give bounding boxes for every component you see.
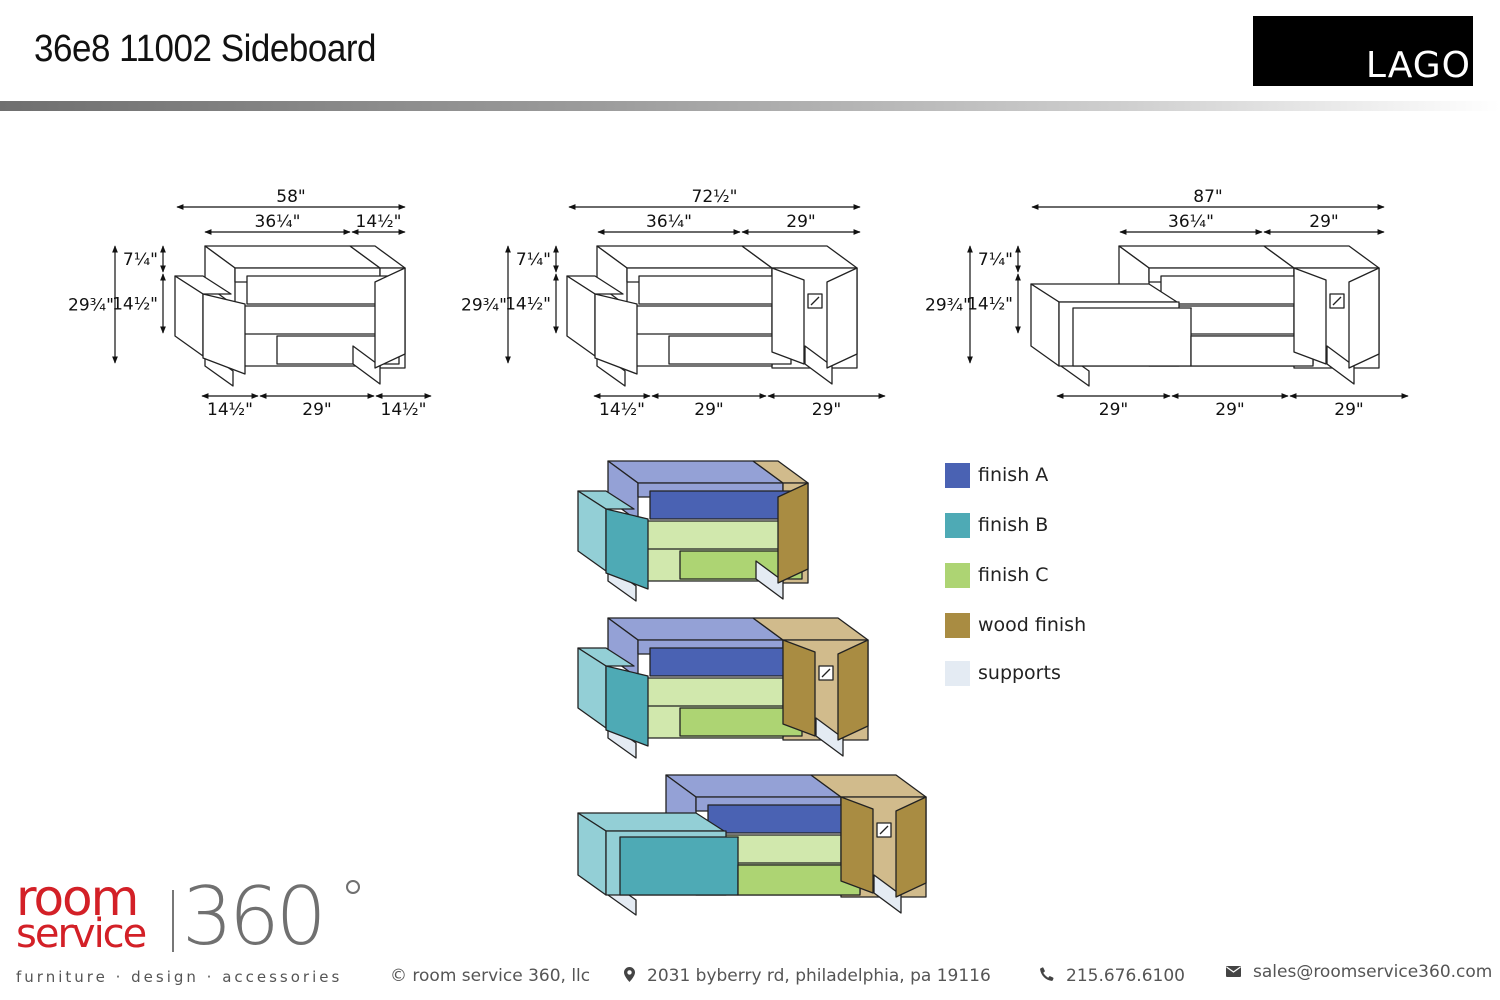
drawing-1-bottom-seg-1-label: 14½" — [207, 400, 253, 420]
color-render-58-drawer-a — [649, 490, 801, 520]
drawing-2-upper-height-label: 7¼" — [516, 250, 551, 270]
legend-item-finish-b: finish B — [945, 512, 1048, 538]
tagline: furniture · design · accessories — [16, 968, 343, 986]
line-drawing-87 — [1030, 245, 1380, 387]
color-render-87-door-wood-right — [895, 796, 927, 898]
color-render-72-door-b — [605, 665, 649, 747]
drawing-3-bottom-seg-2-label: 29" — [1215, 400, 1244, 420]
line-drawing-87-drawer-a — [1160, 275, 1312, 305]
logo-divider — [172, 890, 174, 952]
line-drawing-72-door-b — [594, 293, 638, 375]
color-render-72-door-wood-left — [782, 639, 816, 737]
drawing-1-bottom-seg-2-label: 29" — [302, 400, 331, 420]
color-render-58-door-b — [605, 508, 649, 590]
drawing-2-bottom-seg-1-label: 14½" — [599, 400, 645, 420]
color-render-87 — [577, 774, 927, 916]
drawing-1-lower-height-label: 14½" — [112, 295, 158, 315]
finish-a-swatch — [945, 462, 970, 488]
email: sales@roomservice360.com — [1226, 962, 1492, 982]
line-drawing-72-support-right — [804, 345, 833, 385]
line-drawing-87-drawer-b — [1072, 307, 1192, 367]
logo-number: 360 — [182, 870, 327, 963]
line-drawing-58-door-wood — [374, 267, 406, 369]
color-render-87-support-right — [873, 874, 902, 914]
line-drawing-72-door-wood-right — [826, 267, 858, 369]
drawing-2-top-seg-1-label: 36¼" — [646, 212, 692, 232]
drawing-3-overall-height-label: 29¾" — [925, 296, 971, 316]
drawing-2-lower-height-label: 14½" — [505, 295, 551, 315]
line-drawing-72 — [566, 245, 858, 387]
color-render-87-glass-glint — [879, 825, 889, 835]
phone: 215.676.6100 — [1040, 966, 1185, 986]
color-render-87-door-wood-left — [840, 796, 874, 894]
drawing-2-bottom-seg-3-label: 29" — [812, 400, 841, 420]
color-render-72-glass-glint — [821, 668, 831, 678]
phone-icon — [1040, 967, 1054, 985]
line-drawing-87-door-wood-right — [1348, 267, 1380, 369]
map-pin-icon — [624, 966, 635, 986]
color-render-87-drawer-c-front — [737, 864, 861, 896]
drawing-3-upper-height-label: 7¼" — [978, 250, 1013, 270]
legend-item-wood-finish: wood finish — [945, 612, 1086, 638]
color-render-58 — [577, 460, 809, 602]
drawing-3-bottom-seg-3-label: 29" — [1334, 400, 1363, 420]
envelope-icon — [1226, 963, 1241, 981]
color-render-58-support-right — [755, 560, 784, 600]
finish-b-swatch — [945, 512, 970, 538]
logo-word-service: service — [16, 911, 147, 957]
drawing-3-lower-height-label: 14½" — [967, 295, 1013, 315]
line-drawing-58 — [174, 245, 406, 387]
color-render-72-support-right — [815, 717, 844, 757]
drawing-1-top-seg-1-label: 36¼" — [255, 212, 301, 232]
page-title: 36e8 11002 Sideboard — [34, 28, 377, 70]
legend-item-finish-c: finish C — [945, 562, 1049, 588]
color-render-72 — [577, 617, 869, 759]
line-drawing-58-support-right — [352, 345, 381, 385]
color-render-72-drawer-a — [649, 647, 801, 677]
copyright: © room service 360, llc — [390, 966, 591, 986]
drawing-2-top-seg-2-label: 29" — [786, 212, 815, 232]
degree-icon — [346, 880, 360, 894]
line-drawing-87-glass-glint — [1332, 296, 1342, 306]
logo-word-room: room — [16, 869, 139, 927]
drawing-2-bottom-seg-2-label: 29" — [694, 400, 723, 420]
drawing-3-overall-width-label: 87" — [1193, 187, 1222, 207]
finish-c-swatch — [945, 562, 970, 588]
color-render-87-drawer-b — [619, 836, 739, 896]
drawing-2-overall-width-label: 72½" — [692, 187, 738, 207]
color-render-87-drawer-a — [707, 804, 859, 834]
drawing-3-bottom-seg-1-label: 29" — [1099, 400, 1128, 420]
drawing-3-top-seg-2-label: 29" — [1309, 212, 1338, 232]
address: 2031 byberry rd, philadelphia, pa 19116 — [624, 966, 991, 986]
drawing-1-overall-height-label: 29¾" — [68, 296, 114, 316]
line-drawing-72-drawer-c — [668, 335, 792, 365]
line-drawing-87-support-right — [1326, 345, 1355, 385]
drawing-3-top-seg-1-label: 36¼" — [1168, 212, 1214, 232]
drawing-1-bottom-seg-3-label: 14½" — [381, 400, 427, 420]
header-gradient-rule — [0, 101, 1500, 111]
legend-item-finish-a: finish A — [945, 462, 1048, 488]
line-drawing-72-door-wood-left — [771, 267, 805, 365]
line-drawing-87-drawer-c-front — [1190, 335, 1314, 367]
color-render-58-door-wood — [777, 482, 809, 584]
drawing-2-overall-height-label: 29¾" — [461, 296, 507, 316]
drawing-1-overall-width-label: 58" — [276, 187, 305, 207]
lago-logo: LAGO — [1253, 16, 1473, 86]
line-drawing-72-glass-glint — [810, 296, 820, 306]
line-drawing-58-door-b — [202, 293, 246, 375]
line-drawing-87-door-wood-left — [1293, 267, 1327, 365]
color-render-72-door-wood-right — [837, 639, 869, 741]
line-drawing-58-drawer-a — [246, 275, 398, 305]
drawing-1-top-seg-2-label: 14½" — [356, 212, 402, 232]
line-drawing-72-drawer-a — [638, 275, 790, 305]
lago-logo-text: LAGO — [1365, 45, 1471, 86]
supports-swatch — [945, 660, 970, 686]
wood-finish-swatch — [945, 612, 970, 638]
drawing-1-upper-height-label: 7¼" — [123, 250, 158, 270]
legend-item-supports: supports — [945, 660, 1061, 686]
